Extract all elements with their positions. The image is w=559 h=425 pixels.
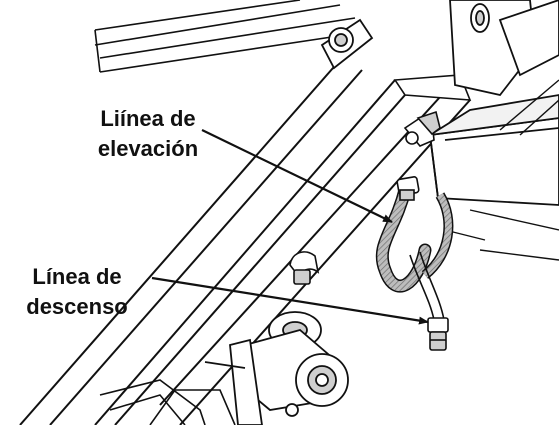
boom-elbow-fitting xyxy=(289,251,320,285)
descent-fitting xyxy=(427,317,449,351)
boom-face xyxy=(393,74,472,101)
elevation-hose xyxy=(375,183,454,293)
upper-elbow-fitting xyxy=(403,110,441,147)
elevation-label-line1: Liínea de xyxy=(100,106,196,131)
descent-label-line2: descenso xyxy=(26,294,128,319)
frame-rails xyxy=(94,0,356,73)
cross-beam xyxy=(428,94,559,206)
descent-tube xyxy=(409,251,445,321)
mounting-plate xyxy=(449,0,559,97)
cylinder-pivot xyxy=(204,311,349,425)
elevation-line-label: Liínea de elevación xyxy=(78,104,218,164)
lower-linkage xyxy=(99,379,236,425)
elevation-fitting xyxy=(396,176,420,201)
descent-label-line1: Línea de xyxy=(32,264,122,289)
descent-arrow xyxy=(151,276,429,325)
elevation-label-line2: elevación xyxy=(97,136,199,161)
pivot-bracket xyxy=(320,18,374,70)
elevation-arrow xyxy=(201,129,393,223)
descent-line-label: Línea de descenso xyxy=(2,262,152,322)
boom-arm xyxy=(19,59,471,425)
